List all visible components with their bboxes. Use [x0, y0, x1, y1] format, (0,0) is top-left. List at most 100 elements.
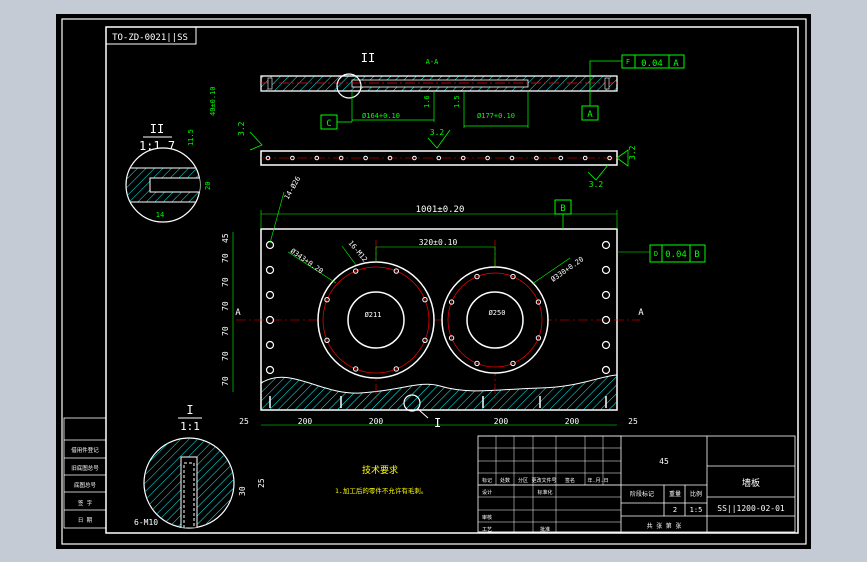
dim-d211: Ø211 [365, 311, 382, 319]
roughness-3-2-bottom: 3.2 [589, 180, 604, 189]
tb-scale-label: 比例 [690, 490, 702, 498]
front-view-holes [265, 240, 611, 408]
parallel-symbol: D [654, 250, 658, 258]
dim-b-200-3: 200 [494, 417, 509, 426]
front-view [236, 228, 640, 411]
flatness-value: 0.04 [641, 59, 663, 69]
dim-thickness: 40±0.10 [209, 86, 217, 116]
notes-line-1: 1.加工后的零件不允许有毛刺。 [335, 486, 427, 495]
pcd-hole [474, 273, 480, 280]
tb-drawing-no: SS||1200-02-01 [717, 504, 785, 513]
section-a-a [260, 75, 618, 92]
side-hole [558, 155, 564, 161]
pcd-hole [353, 366, 359, 372]
detail-i-m10: 6-M10 [134, 518, 158, 527]
detail-i-30: 30 [238, 486, 247, 496]
dim-d250: Ø250 [489, 309, 506, 317]
title-block-label: 设计 [482, 489, 492, 496]
dim-b-25-right: 25 [628, 417, 638, 426]
pcd-hole [448, 335, 455, 341]
tb-weight: 2 [673, 506, 677, 514]
title-block-label: 更改文件号 [531, 477, 556, 484]
side-hole [534, 155, 539, 161]
parallel-frame: D 0.04 B [649, 244, 706, 263]
dim-center-distance: 320±0.10 [419, 238, 458, 247]
detail-ii-14: 14 [156, 211, 164, 219]
section-label: A-A [426, 58, 439, 66]
pcd-hole [448, 299, 455, 305]
pcd-hole [422, 337, 428, 343]
side-hole [265, 155, 271, 161]
section-dimensions [351, 91, 529, 128]
side-hole [607, 155, 612, 161]
detail-ii-20: 20 [204, 182, 212, 190]
roughness-3-2-left: 3.2 [237, 121, 246, 136]
side-hole [436, 155, 442, 161]
flatness-symbol: F [626, 58, 630, 66]
side-hole [338, 155, 344, 161]
dim-v-45: 45 [221, 233, 230, 243]
side-hole [314, 155, 320, 161]
tb-sheet: 共 张 第 张 [647, 522, 682, 530]
dim-d164: Ø164+0.10 [362, 112, 400, 120]
detail-i-scale: 1:1 [180, 420, 200, 433]
detail-i-callout: I [434, 416, 441, 430]
datum-c: C [326, 119, 331, 129]
datum-a: A [587, 110, 593, 120]
pcd-hole [535, 335, 542, 341]
title-block-label: 批准 [540, 526, 550, 533]
tb-weight-label: 重量 [669, 490, 681, 498]
detail-ii-callout-circle [336, 73, 362, 99]
side-hole [485, 155, 490, 161]
roughness-3-2-section: 3.2 [430, 128, 445, 137]
dim-overall-length: 1001±0.20 [416, 205, 465, 215]
title-block-label: 标准化 [537, 489, 552, 496]
detail-i-view [143, 437, 235, 529]
left-strip-label: 日 期 [78, 517, 93, 524]
detail-ii-title: II [150, 122, 164, 136]
perimeter-hole [601, 290, 611, 300]
dim-v-70-5: 70 [221, 351, 230, 361]
title-block-label: 审核 [482, 514, 492, 521]
side-hole [290, 155, 295, 161]
dim-b-25-left: 25 [239, 417, 249, 426]
pcd-hole [393, 366, 399, 372]
title-block-label: 工艺 [482, 527, 492, 533]
roughness-3-2-right: 3.2 [628, 145, 637, 160]
perimeter-hole [265, 265, 275, 275]
side-hole [387, 155, 393, 161]
side-view [260, 150, 618, 166]
inner-border [105, 26, 799, 534]
detail-ii-11-5: 11.5 [187, 129, 195, 146]
title-block-label: 年.月.日 [587, 477, 608, 484]
corner-code-box [105, 26, 197, 45]
flatness-frame: F 0.04 A [589, 54, 685, 93]
pcd-hole [353, 268, 359, 274]
perimeter-hole [601, 265, 611, 275]
dim-d177: Ø177+0.10 [477, 112, 515, 120]
left-strip-label: 签 字 [78, 499, 93, 507]
perimeter-hole [265, 340, 275, 350]
perimeter-hole [265, 240, 275, 250]
corner-code: TO-ZD-0021||SS [112, 33, 188, 43]
left-strip-label: 底图总号 [74, 481, 97, 489]
outer-border [61, 18, 807, 545]
flatness-ref: A [673, 59, 679, 69]
parallel-value: 0.04 [665, 250, 687, 260]
pcd-hole [393, 268, 399, 274]
parallel-ref: B [694, 250, 699, 260]
side-view-holes [265, 155, 612, 161]
detail-i-title: I [186, 403, 193, 417]
dim-b-200-2: 200 [369, 417, 384, 426]
tb-scale: 1:5 [690, 506, 703, 514]
title-block [477, 435, 796, 533]
dim-step-1-6: 1.6 [423, 95, 431, 108]
side-hole [412, 155, 417, 161]
pcd-hole [324, 337, 330, 343]
perimeter-hole [265, 290, 275, 300]
dim-b-200-4: 200 [565, 417, 580, 426]
section-marker-left: A [235, 308, 241, 318]
roughness-symbol [427, 129, 451, 149]
detail-i-25: 25 [257, 478, 266, 488]
